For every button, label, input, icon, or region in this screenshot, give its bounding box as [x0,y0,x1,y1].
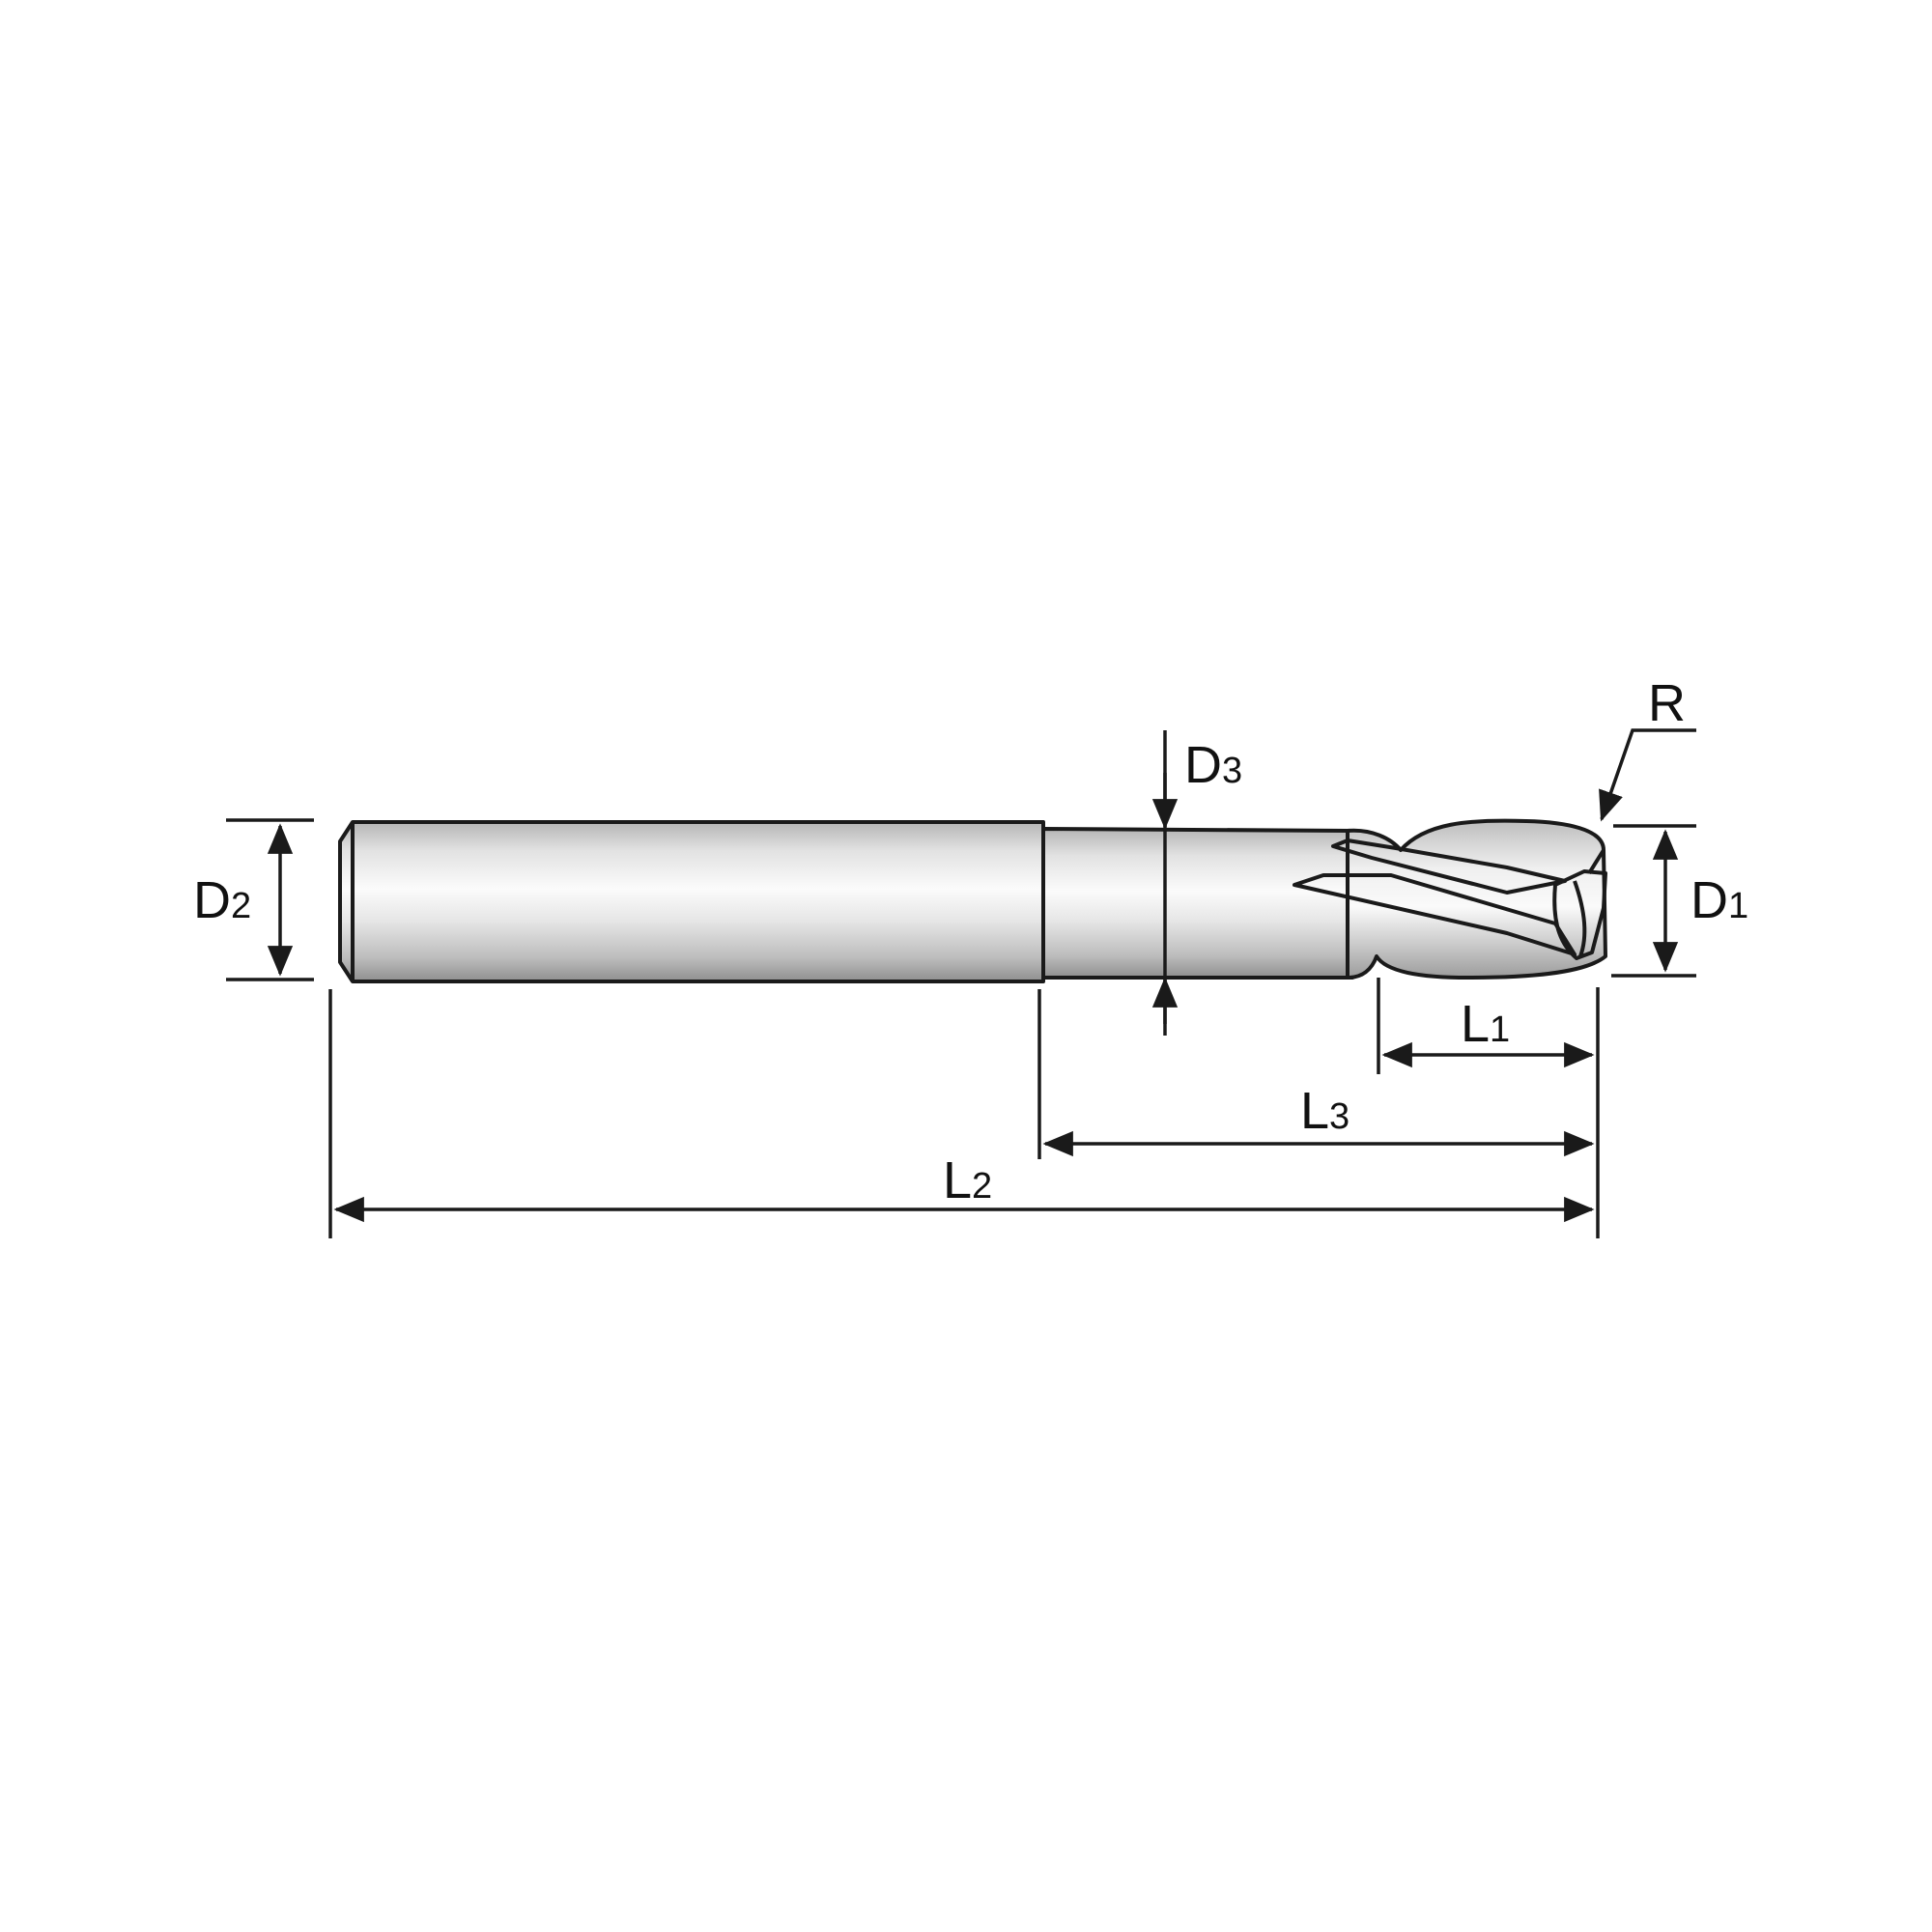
length-extension-lines [328,978,1600,1238]
d2-label: D2 [193,871,251,929]
tip-corner-detail [1552,869,1607,960]
d1-label-main: D [1690,871,1728,929]
dimension-l3: L3 [1042,1082,1595,1157]
tip-edge-line [1573,880,1587,957]
dimension-l2: L2 [333,1151,1595,1223]
d3-label-sub: 3 [1222,751,1242,791]
dimension-d3: D3 [1151,730,1242,1036]
r-leader-line [1599,728,1696,822]
d2-label-main: D [193,871,231,929]
tip-face-line [1587,848,1605,875]
dimension-d2: D2 [193,818,314,981]
flute-upper [1331,838,1567,895]
l3-label-main: L [1300,1082,1329,1140]
dimension-l1: L1 [1381,995,1595,1068]
l1-label-main: L [1461,995,1490,1053]
d3-label: D3 [1184,736,1242,794]
neck [1041,827,1354,980]
l1-label-sub: 1 [1490,1009,1510,1050]
d3-label-main: D [1184,736,1222,794]
dimension-d1: D1 [1611,824,1748,978]
end-mill-body [338,818,1607,983]
l1-label: L1 [1461,995,1510,1053]
r-label: R [1648,674,1686,732]
d1-label: D1 [1690,871,1748,929]
callout-r: R [1599,674,1696,822]
l2-label: L2 [943,1151,992,1209]
shank [338,820,1045,983]
l3-label-sub: 3 [1329,1096,1350,1137]
l2-label-main: L [943,1151,972,1209]
d2-label-sub: 2 [231,886,251,926]
d1-label-sub: 1 [1728,886,1748,926]
l3-label: L3 [1300,1082,1350,1140]
l2-label-sub: 2 [972,1166,992,1207]
